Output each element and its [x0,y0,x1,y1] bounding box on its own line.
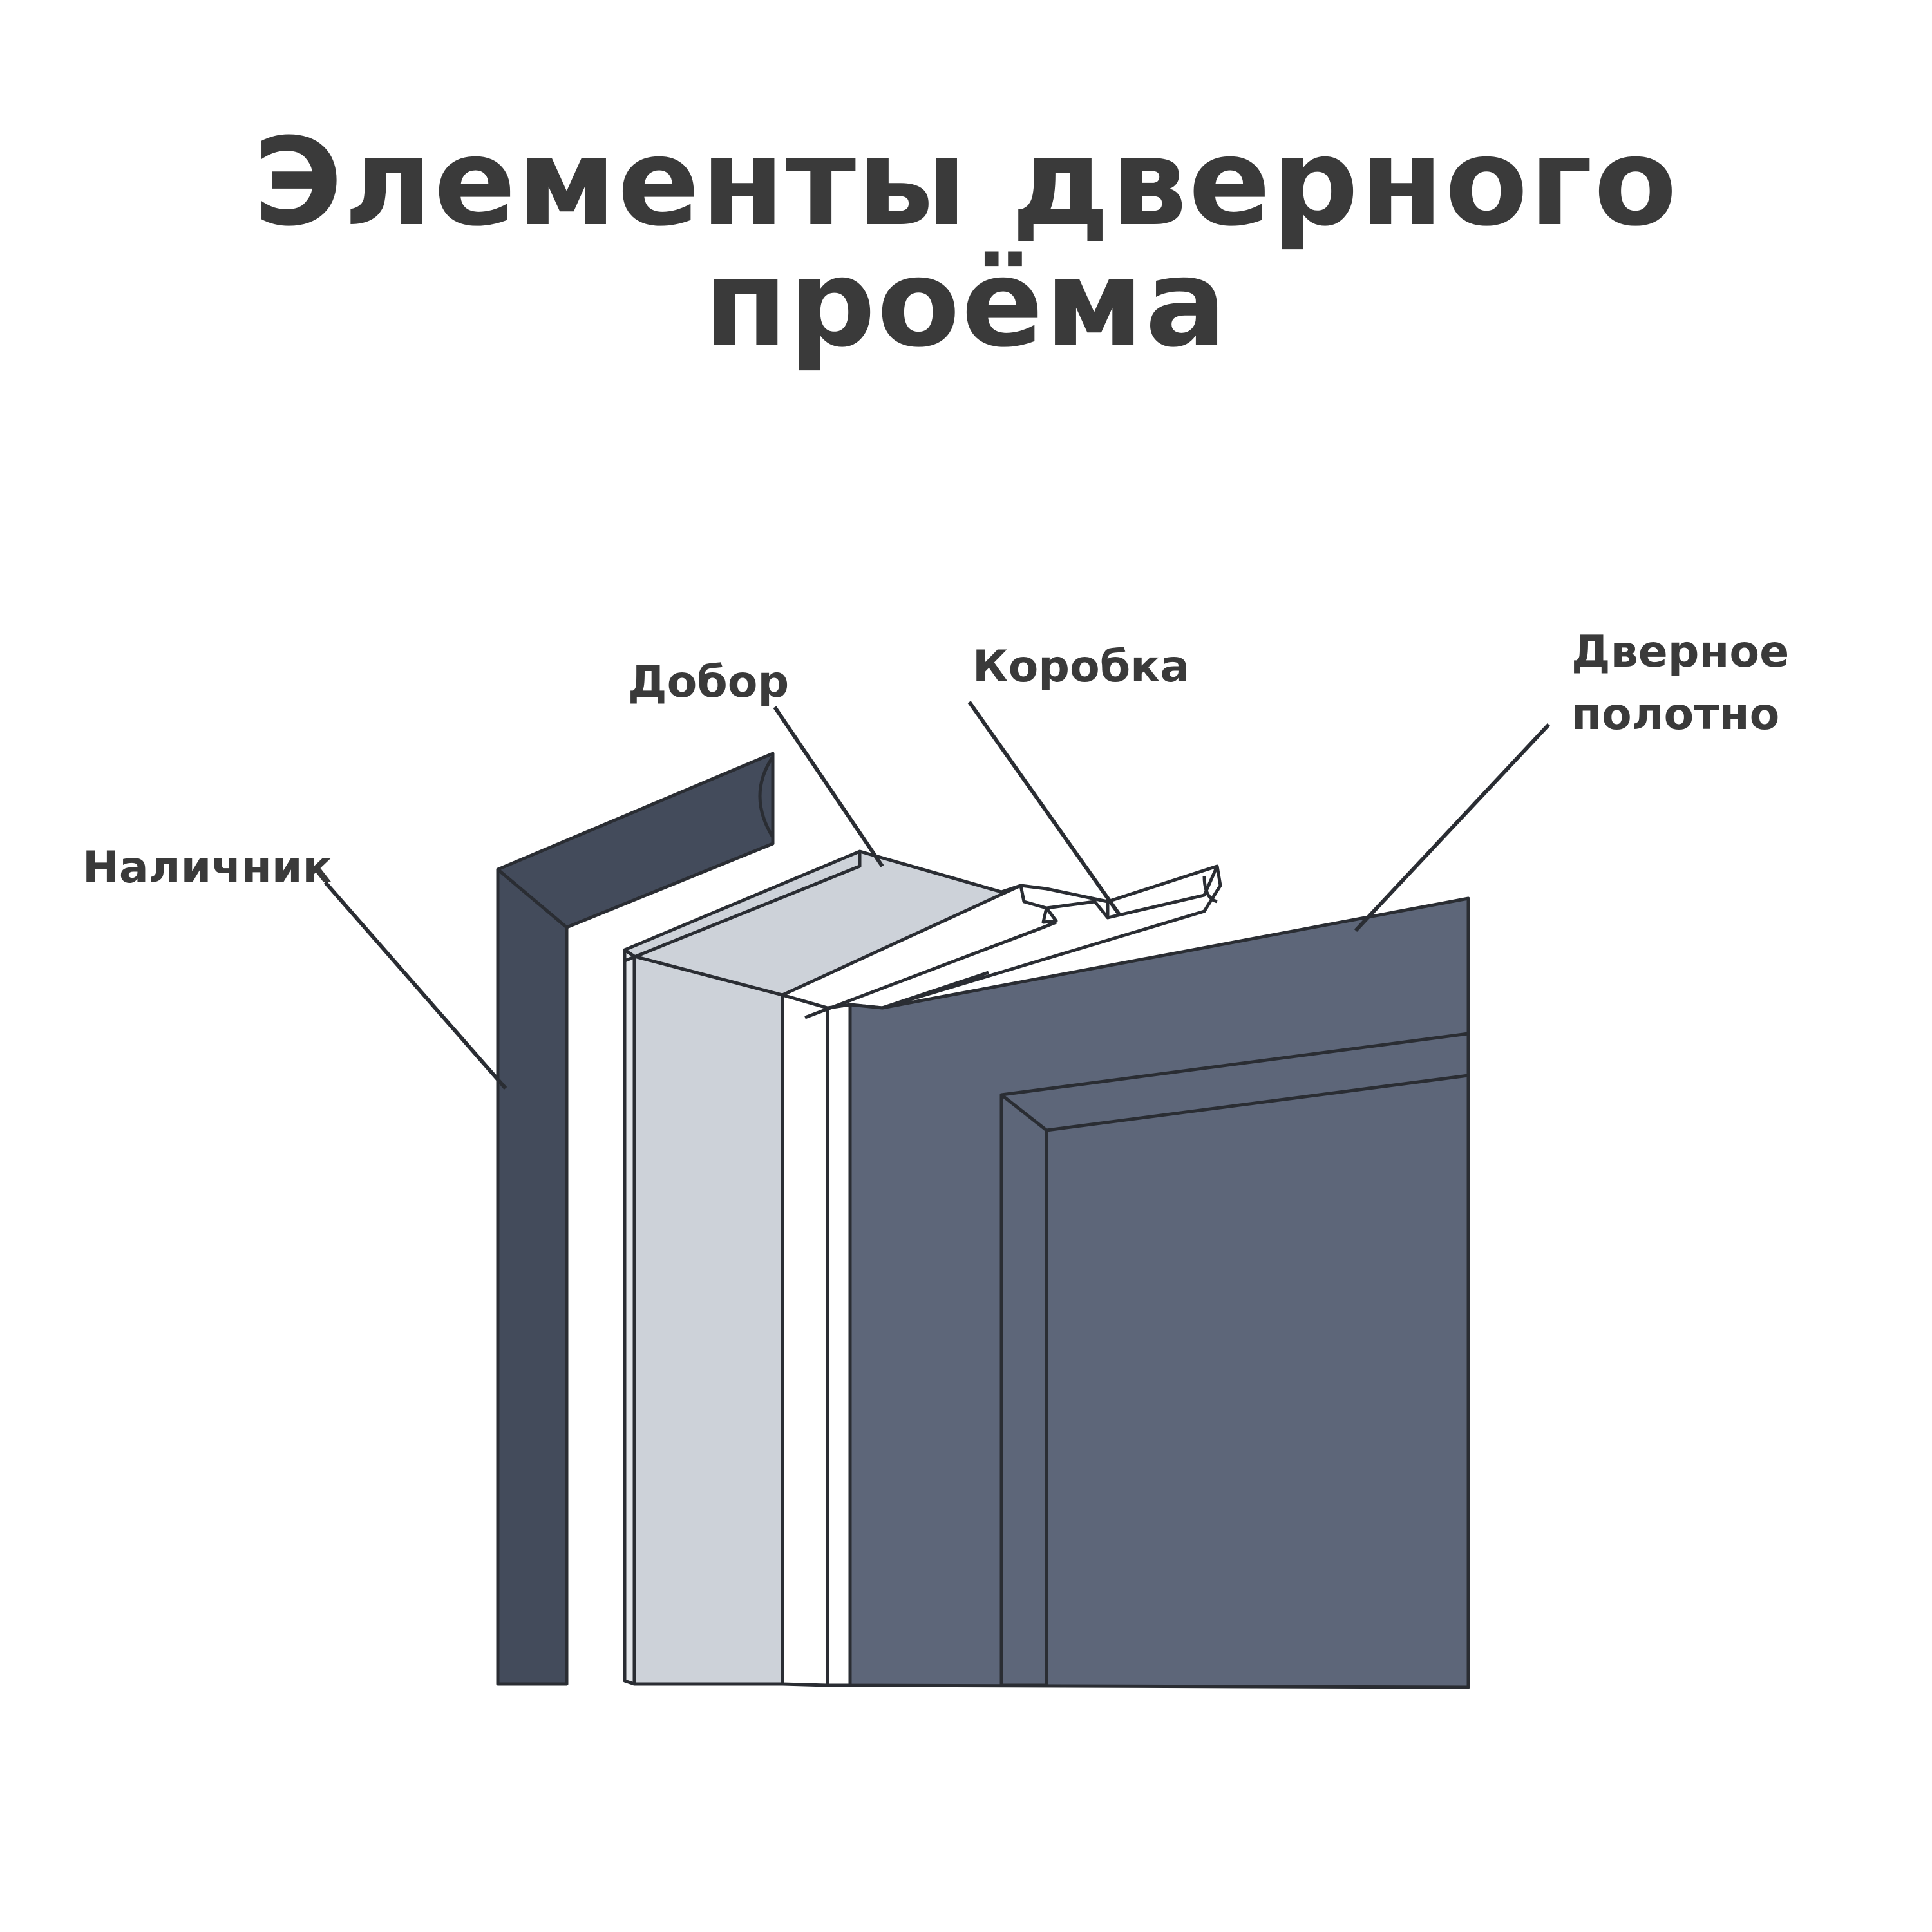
door-leaf-label-line2: полотно [1571,689,1779,740]
extension-side [632,954,784,1686]
casing-top [496,752,775,929]
frame-profile-curve [1202,875,1218,904]
door-leaf-leader [1354,723,1551,933]
door-leaf-panel [848,896,1470,1689]
door-leaf-top-edge [882,971,989,1010]
frame-rebate-edge [804,920,1057,1019]
frame-label: Коробка [972,641,1189,692]
frame-jamb-stop [826,1003,852,1687]
extension-label: Добор [628,657,789,708]
frame-part [781,864,1222,1687]
extension-part [623,849,1010,1686]
frame-jamb-front [781,993,829,1687]
frame-stop-edge [1107,865,1219,920]
page-title: Элементы дверного проёма [254,112,1678,374]
casing-profile-edge [758,755,775,838]
extension-leader [773,706,884,867]
door-molding-miter [1000,1094,1048,1132]
casing-front [496,867,569,1686]
casing-label: Наличник [82,842,332,893]
casing-part [496,752,775,1686]
door-leaf-part [848,896,1470,1689]
frame-rebate [1046,900,1110,920]
casing-leader [323,881,507,1090]
frame-leader [967,701,1121,916]
door-leaf-label-line1: Дверное [1571,627,1789,677]
extension-top-edge [624,851,862,963]
